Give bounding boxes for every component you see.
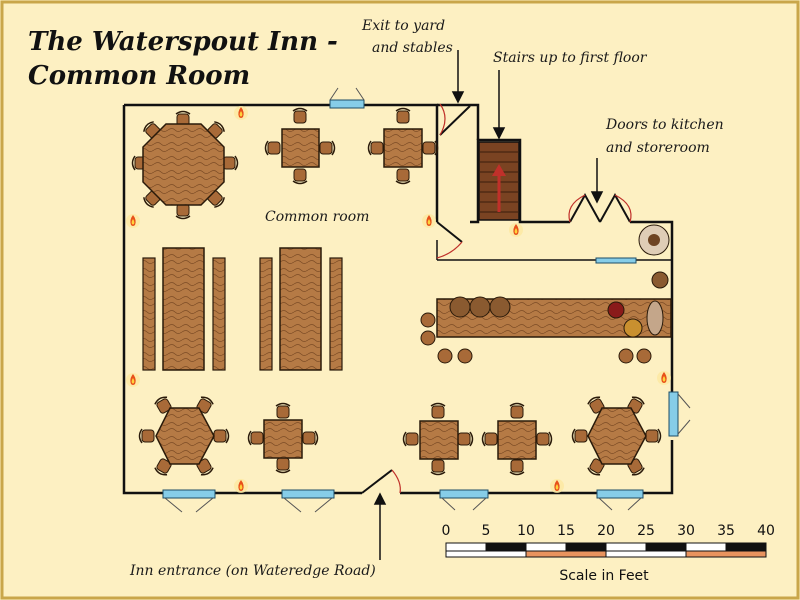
exit-pointer	[451, 50, 465, 104]
staircase	[478, 141, 520, 221]
scale-tick-label: 35	[717, 523, 735, 539]
scale-caption: Scale in Feet	[559, 568, 649, 584]
map-title-line1: The Waterspout Inn -	[28, 27, 338, 57]
torch-icon	[550, 479, 564, 493]
torch-icon	[422, 214, 436, 228]
square-table-north-2	[367, 107, 439, 185]
square-table-north-1	[264, 107, 336, 185]
octagon-table-northwest	[131, 110, 239, 220]
entrance-pointer	[373, 492, 387, 560]
long-table-west	[142, 247, 226, 371]
square-table-south-2	[402, 402, 474, 476]
long-table-center	[259, 247, 343, 371]
torch-icon	[657, 371, 671, 385]
windows	[162, 99, 679, 499]
stairs-label: Stairs up to first floor	[493, 50, 648, 66]
doors	[361, 103, 632, 494]
yard-door	[439, 103, 471, 136]
exit-label-line1: Exit to yard	[361, 18, 445, 34]
bar-counter	[420, 224, 672, 364]
scale-tick-label: 25	[637, 523, 655, 539]
entrance-door	[361, 469, 401, 494]
torch-icon	[509, 223, 523, 237]
side-door	[436, 221, 463, 259]
torch-icon	[234, 479, 248, 493]
exit-label-line2: and stables	[372, 40, 453, 56]
scale-tick-label: 5	[482, 523, 491, 539]
map-title-line2: Common Room	[28, 61, 250, 91]
stairs-pointer	[492, 70, 506, 140]
square-table-south-1	[247, 402, 319, 474]
scale-tick-label: 20	[597, 523, 615, 539]
torch-icon	[126, 373, 140, 387]
stairs-arrow-icon	[492, 164, 506, 212]
scale-tick-label: 10	[517, 523, 535, 539]
shutters	[164, 87, 691, 513]
scale-tick-label: 15	[557, 523, 575, 539]
scale-tick-label: 30	[677, 523, 695, 539]
hex-table-southeast	[571, 394, 662, 478]
torch-icon	[234, 106, 248, 120]
square-table-south-3	[481, 402, 553, 476]
common-room-label: Common room	[265, 209, 369, 225]
doors-pointer	[590, 158, 604, 204]
scale-bar: 0 5 10 15 20 25 30 35 40 Scale in Feet	[442, 523, 775, 584]
doors-label-line2: and storeroom	[606, 140, 710, 156]
hex-table-southwest	[138, 394, 230, 478]
torch-icon	[126, 214, 140, 228]
scale-tick-label: 40	[757, 523, 775, 539]
doors-label-line1: Doors to kitchen	[605, 117, 724, 133]
scale-tick-label: 0	[442, 523, 451, 539]
entrance-label: Inn entrance (on Wateredge Road)	[129, 563, 376, 579]
kitchen-doors	[568, 192, 632, 223]
